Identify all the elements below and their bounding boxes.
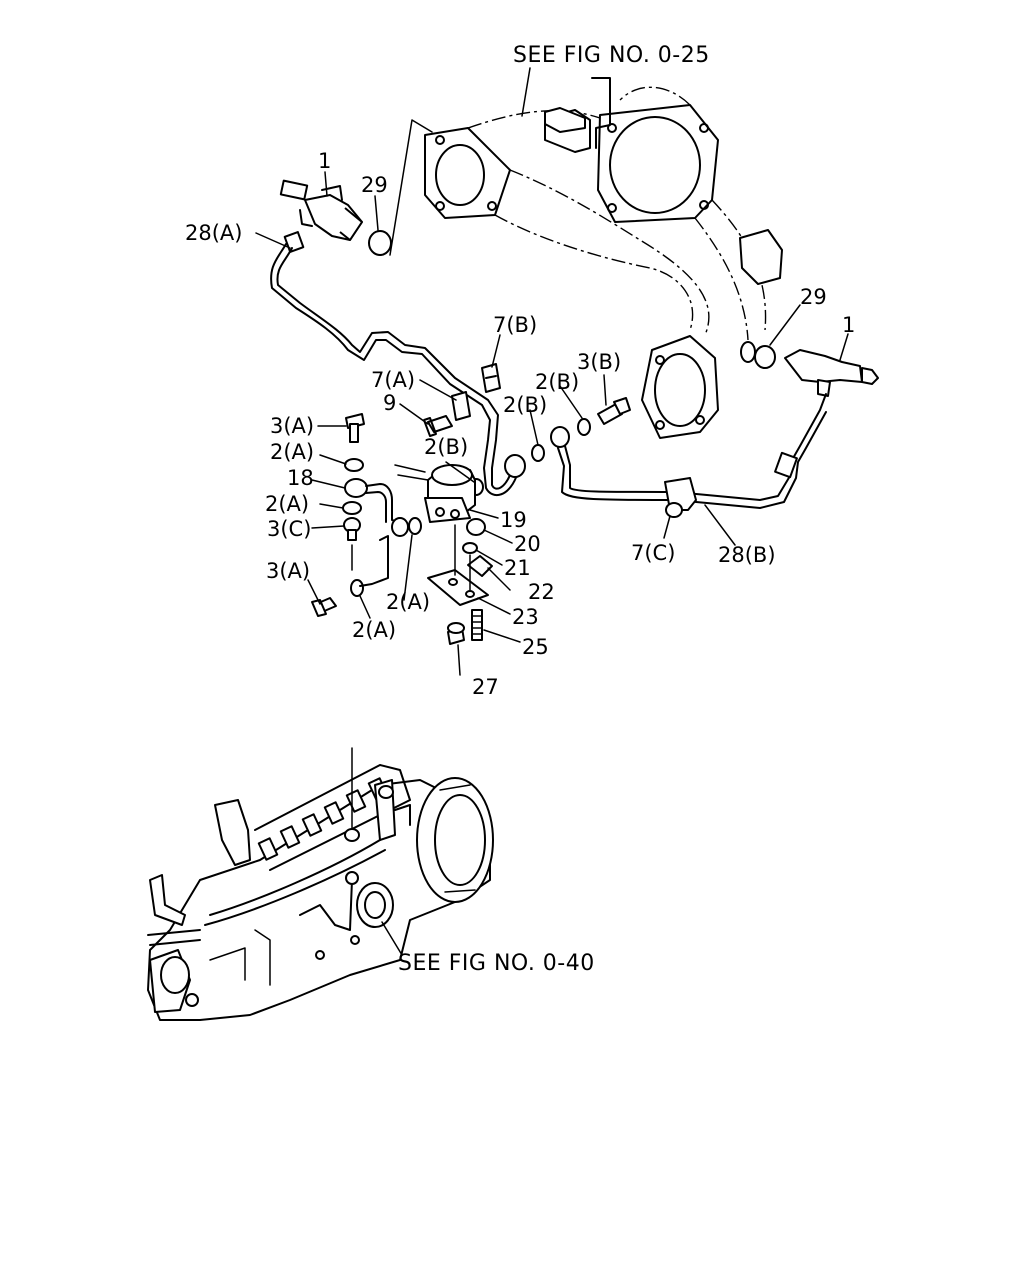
callout-23: 23: [512, 605, 539, 629]
bolt-3a-bottom: [311, 597, 337, 617]
pipe-28a: [270, 231, 526, 497]
sensor-left: [279, 179, 363, 241]
washer-2a-1: [344, 458, 364, 472]
callout-2b-a: 2(B): [535, 370, 579, 394]
callout-29-left: 29: [361, 173, 388, 197]
callout-3a-bottom: 3(A): [266, 559, 310, 583]
clip-7b: [481, 363, 501, 393]
callout-7b: 7(B): [493, 313, 537, 337]
callout-1-right: 1: [842, 313, 855, 337]
stud-25: [471, 609, 483, 641]
exhaust-manifold: [389, 67, 783, 439]
ref-fig-0-40: SEE FIG NO. 0-40: [398, 951, 595, 976]
callout-29-right: 29: [800, 285, 827, 309]
callout-2a-3: 2(A): [386, 590, 430, 614]
callout-28a: 28(A): [185, 221, 242, 245]
pipe-28b: [550, 393, 827, 518]
callout-19: 19: [500, 508, 527, 532]
bolt-3c: [343, 517, 361, 541]
nut-27: [447, 622, 465, 645]
bolt-3b: [597, 397, 631, 425]
bolt-22: [467, 555, 493, 577]
callout-25: 25: [522, 635, 549, 659]
bolt-9: [423, 415, 453, 437]
washer-2b-b: [577, 418, 591, 436]
callout-9: 9: [383, 391, 396, 415]
washer-2a-3: [350, 579, 364, 597]
hose-18: [344, 478, 422, 537]
sensor-right: [740, 341, 879, 397]
clip-7a: [451, 391, 471, 421]
nut-20: [466, 518, 486, 536]
washer-21: [462, 542, 478, 554]
callout-28b: 28(B): [718, 543, 776, 567]
callout-7a: 7(A): [371, 368, 415, 392]
callout-18: 18: [287, 466, 314, 490]
callout-7c: 7(C): [631, 541, 675, 565]
bolt-3a-top: [345, 413, 365, 443]
ref-fig-0-25: SEE FIG NO. 0-25: [513, 43, 710, 68]
gasket-29-left: [368, 230, 392, 256]
callout-20: 20: [514, 532, 541, 556]
callout-1-left: 1: [318, 149, 331, 173]
callout-22: 22: [528, 580, 555, 604]
washer-2b-a: [531, 444, 545, 462]
callout-3c: 3(C): [267, 517, 311, 541]
callout-2a-4: 2(A): [352, 618, 396, 642]
callout-2a-2: 2(A): [265, 492, 309, 516]
injection-pump: [147, 747, 494, 1021]
bracket-23: [427, 569, 489, 606]
callout-2a-1: 2(A): [270, 440, 314, 464]
leader-lines: [255, 171, 849, 676]
callout-2b-b: 2(B): [503, 393, 547, 417]
callout-2b-c: 2(B): [424, 435, 468, 459]
callout-3a-top: 3(A): [270, 414, 314, 438]
callout-27: 27: [472, 675, 499, 699]
callout-21: 21: [504, 556, 531, 580]
washer-2a-2: [342, 501, 362, 515]
callout-3b: 3(B): [577, 350, 621, 374]
boost-sensor-19: [394, 464, 476, 523]
